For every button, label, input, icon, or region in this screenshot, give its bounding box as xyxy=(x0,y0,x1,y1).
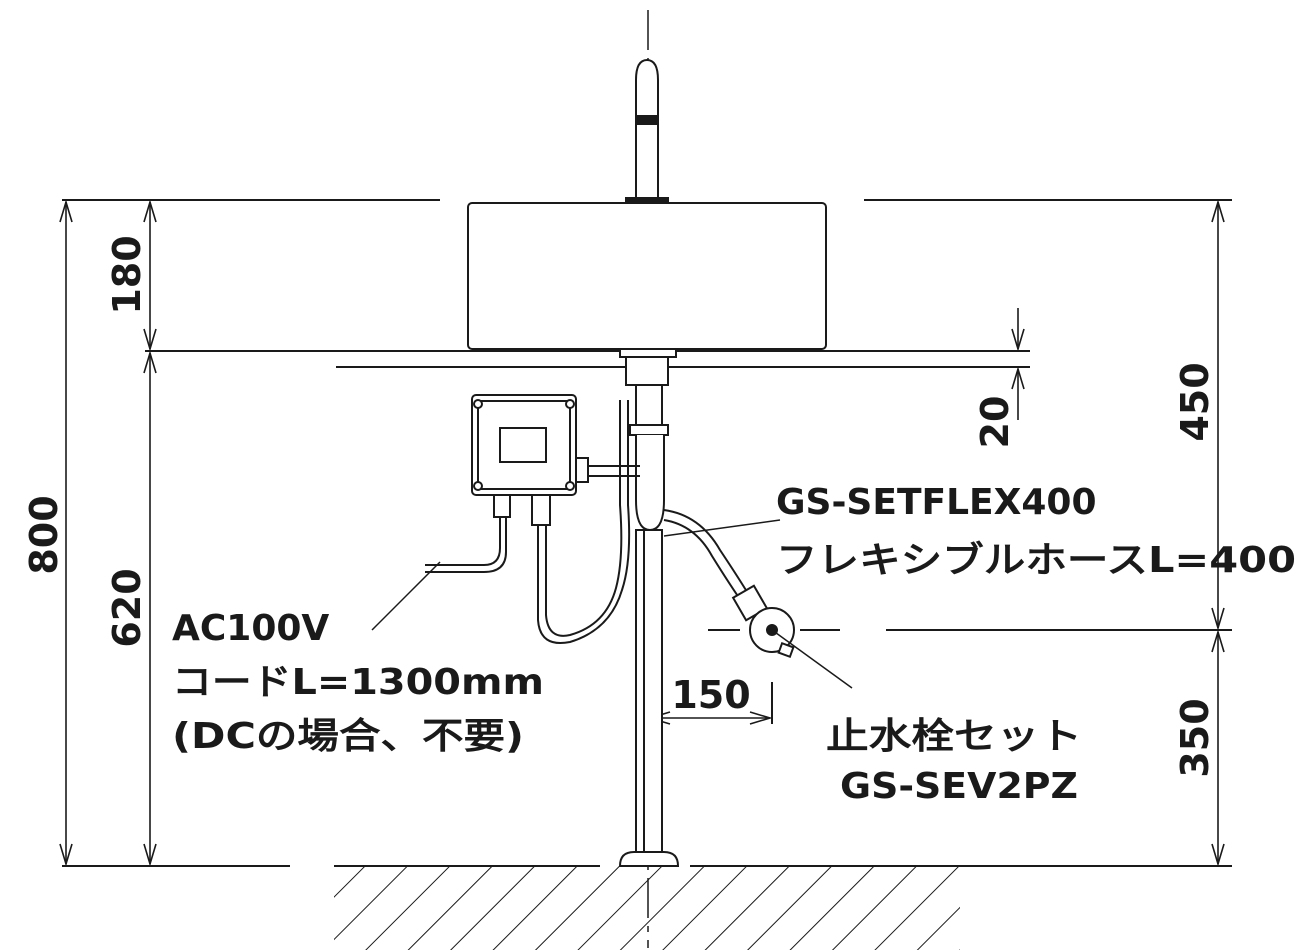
dimension-450: 450 xyxy=(1173,362,1217,441)
hose-model-label: GS-SETFLEX400 xyxy=(776,482,1097,523)
power-note-label: (DCの場合、不要) xyxy=(172,716,524,757)
cables xyxy=(425,400,753,644)
dimension-150: 150 xyxy=(671,673,750,717)
hose-description-label: フレキシブルホースL=400 xyxy=(776,539,1296,581)
extension-lines xyxy=(62,199,1232,724)
stop-valve xyxy=(731,584,795,659)
dimension-350: 350 xyxy=(1173,698,1217,777)
faucet xyxy=(625,58,669,204)
dimension-800: 800 xyxy=(22,495,66,574)
power-cord-label: コードL=1300mm xyxy=(172,662,544,703)
valve-name-label: 止水栓セット xyxy=(826,716,1082,757)
dimension-620: 620 xyxy=(105,568,149,647)
drain-pipe xyxy=(618,356,680,867)
dimension-180: 180 xyxy=(105,235,149,314)
floor xyxy=(62,865,1232,950)
dimension-lines xyxy=(59,199,1225,867)
leader-lines xyxy=(371,519,853,689)
dimension-20: 20 xyxy=(973,396,1017,449)
basin xyxy=(467,202,827,358)
valve-model-label: GS-SEV2PZ xyxy=(840,766,1078,807)
power-voltage-label: AC100V xyxy=(172,608,329,649)
power-box xyxy=(471,394,589,526)
